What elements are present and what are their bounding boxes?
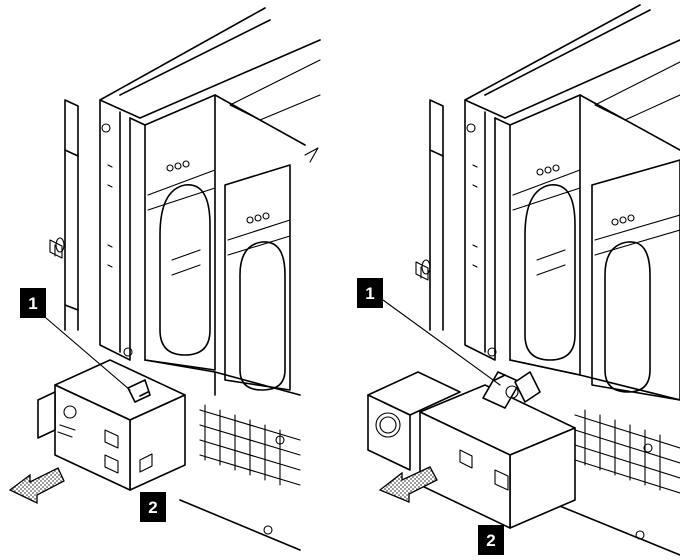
svg-text:2: 2 xyxy=(486,531,495,550)
vent-grid-right xyxy=(574,409,680,494)
svg-text:2: 2 xyxy=(148,498,157,517)
callout-2-left: 2 xyxy=(140,492,166,522)
svg-text:1: 1 xyxy=(365,284,374,303)
vent-grid-left xyxy=(199,404,301,486)
callout-1-right: 1 xyxy=(357,278,383,308)
callout-1-left: 1 xyxy=(20,288,46,318)
figure-right xyxy=(367,4,680,556)
pull-direction-arrow xyxy=(8,467,65,505)
pull-direction-arrow xyxy=(378,466,438,503)
svg-text:1: 1 xyxy=(28,294,37,313)
figure-left xyxy=(8,7,321,551)
callout-2-right: 2 xyxy=(478,525,504,555)
